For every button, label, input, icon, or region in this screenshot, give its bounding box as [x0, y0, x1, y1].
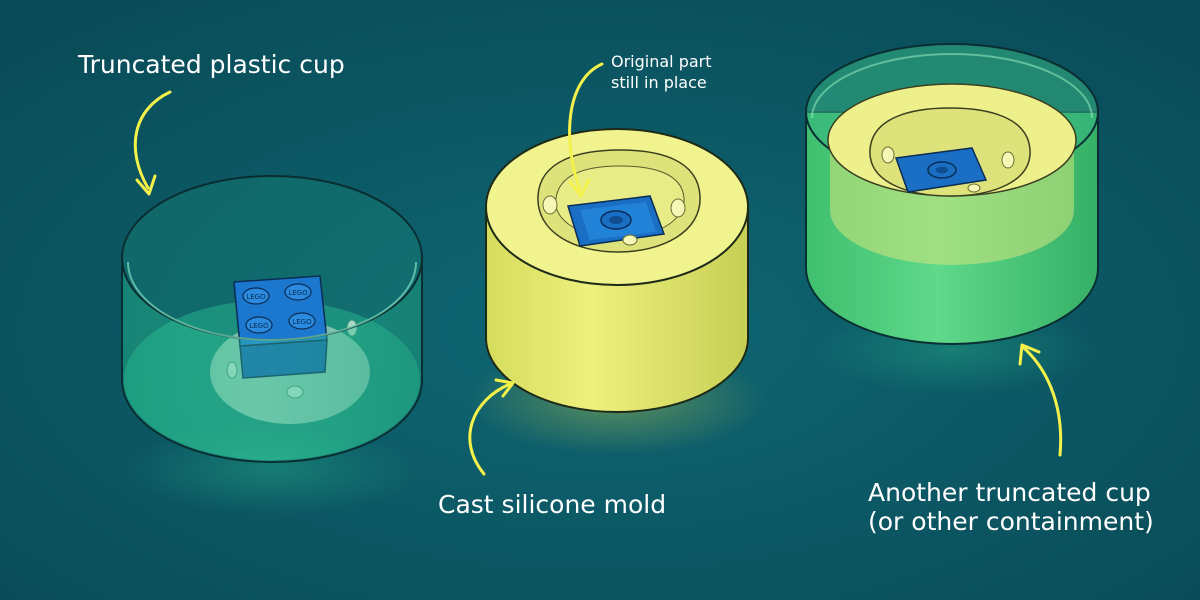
stud-logo: LEGO — [249, 322, 269, 330]
callout-arrows — [133, 62, 1063, 476]
arrow-original-part — [568, 62, 604, 198]
stud-logo: LEGO — [292, 318, 312, 326]
label-original-part: Original part still in place — [611, 51, 712, 93]
cast-silicone-mold — [467, 128, 767, 455]
original-part-brick — [567, 195, 666, 247]
stud-logo: LEGO — [288, 289, 308, 297]
arrow-plastic-cup — [133, 90, 172, 196]
brick-studs: LEGO LEGO LEGO LEGO — [242, 283, 316, 334]
label-original-part-line-1: Original part — [611, 52, 712, 71]
label-silicone-mold: Cast silicone mold — [438, 490, 667, 519]
label-original-part-line-2: still in place — [611, 73, 707, 92]
label-plastic-cup: Truncated plastic cup — [78, 50, 345, 79]
label-another-cup: Another truncated cup (or other containm… — [868, 478, 1154, 536]
label-another-cup-line-2: (or other containment) — [868, 507, 1154, 536]
cup3-brick — [894, 147, 988, 193]
truncated-plastic-cup: LEGO LEGO LEGO LEGO — [121, 175, 423, 515]
arrow-another-cup — [1018, 343, 1063, 457]
label-another-cup-line-1: Another truncated cup — [868, 478, 1151, 507]
arrow-silicone-mold — [468, 378, 515, 476]
stud-logo: LEGO — [246, 293, 266, 301]
another-truncated-cup — [805, 43, 1099, 395]
